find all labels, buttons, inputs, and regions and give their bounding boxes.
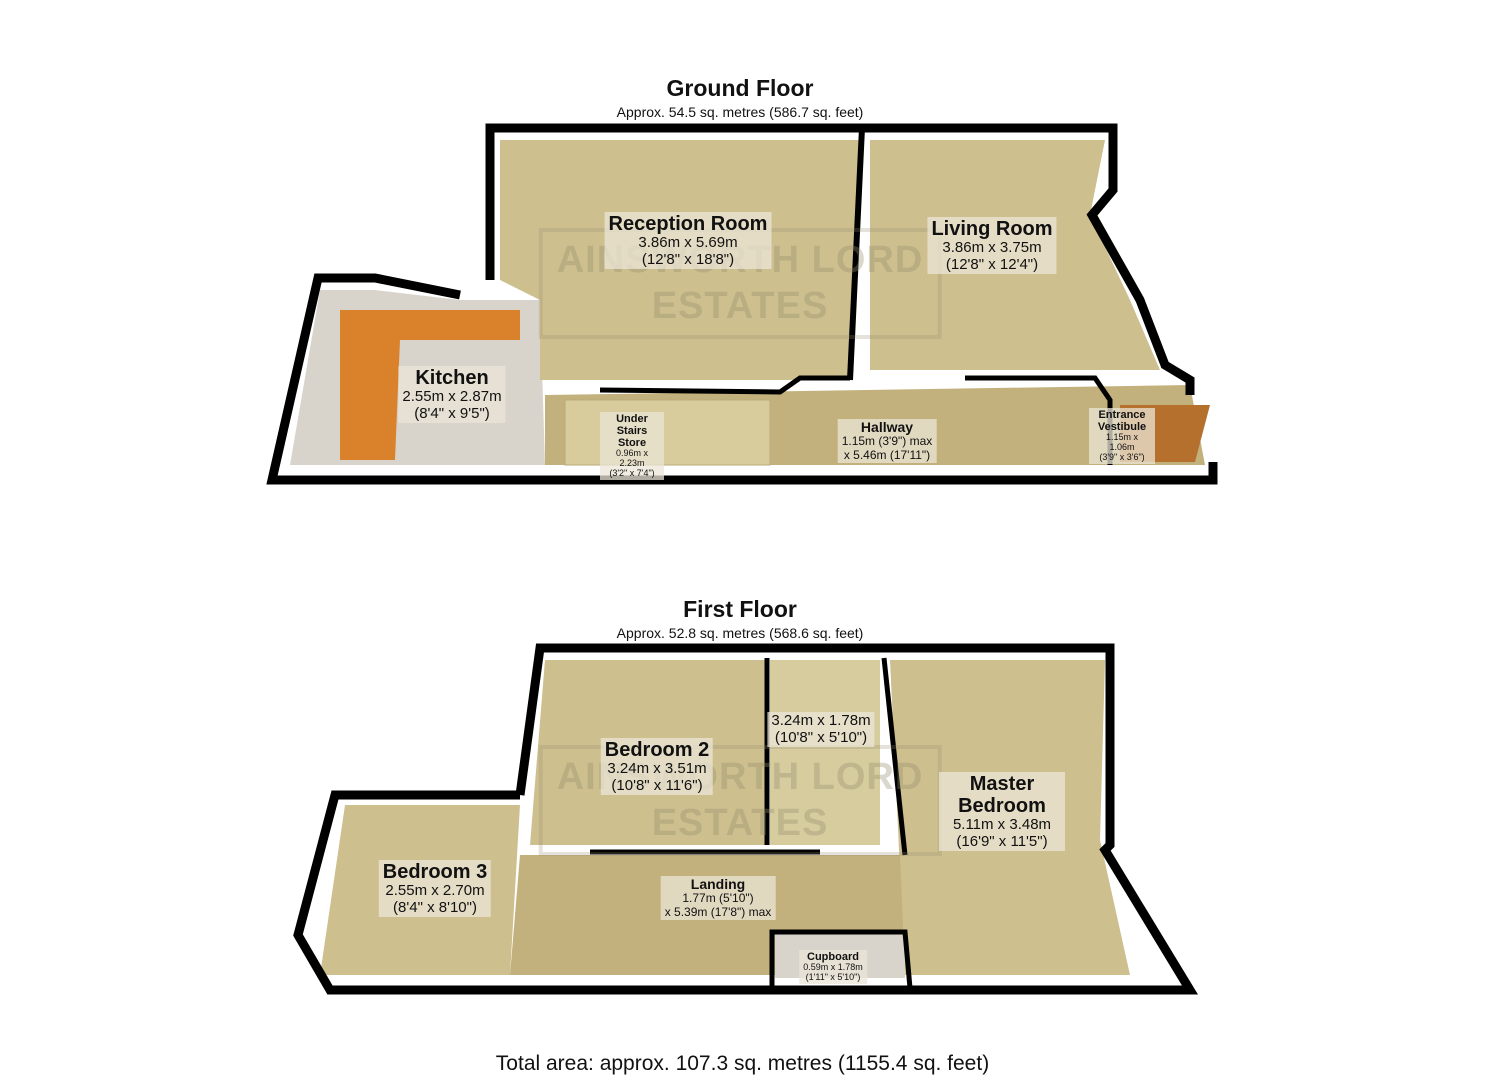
first-floor-area: Approx. 52.8 sq. metres (568.6 sq. feet) <box>616 625 864 641</box>
cupboard-wall <box>769 929 913 989</box>
ground-floor-area: Approx. 54.5 sq. metres (586.7 sq. feet) <box>616 104 864 120</box>
total-area: Total area: approx. 107.3 sq. metres (11… <box>495 1052 990 1075</box>
first-walls <box>293 643 1198 995</box>
bathroom-floor <box>770 660 880 845</box>
ground-walls-lower <box>266 273 1218 485</box>
stairs <box>564 399 771 466</box>
partition-wall <box>847 127 865 381</box>
partition-wall <box>599 375 850 395</box>
room-label-bathroom: 3.24m x 1.78m(10'8" x 5'10") <box>767 712 875 747</box>
ground-walls <box>485 123 1195 395</box>
first-floor-title: First Floor <box>683 596 797 622</box>
partition-wall <box>881 657 908 856</box>
kitchen-counter <box>340 310 520 460</box>
ground-floor-title: Ground Floor <box>666 75 814 101</box>
